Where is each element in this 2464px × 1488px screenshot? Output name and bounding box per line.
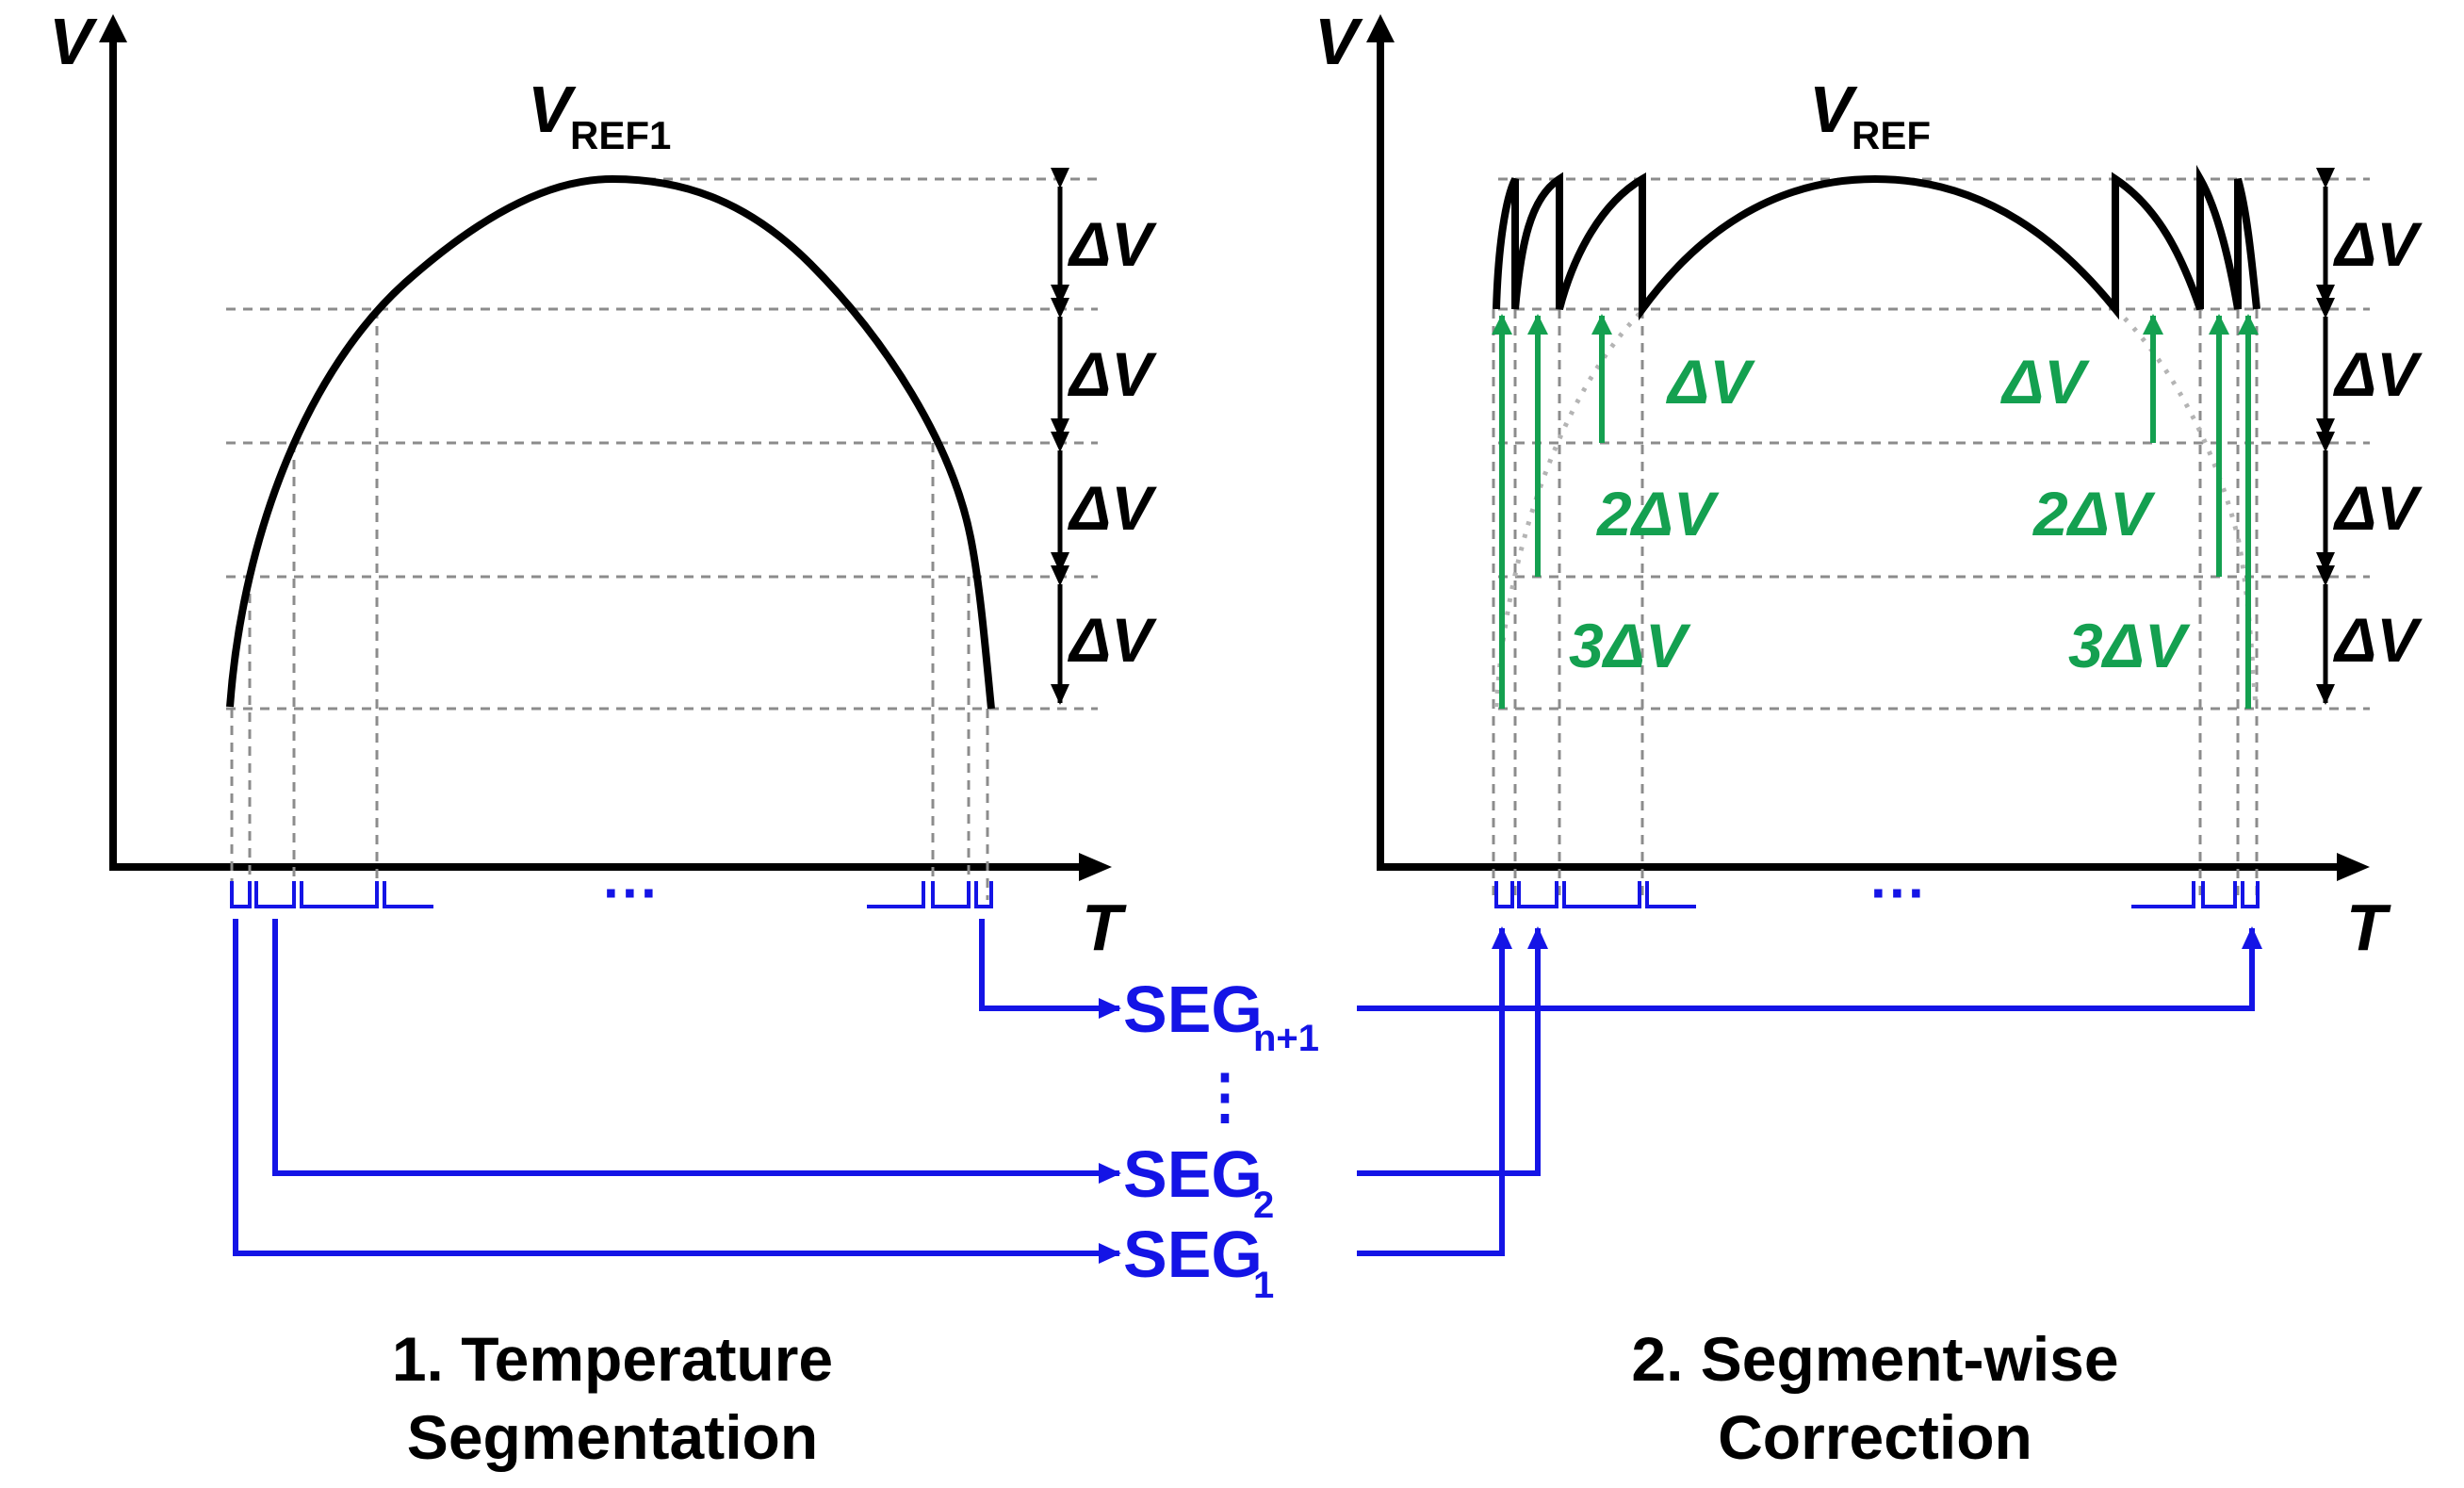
right-segment-brackets <box>1494 881 2260 908</box>
left-segment-brackets <box>230 881 993 908</box>
correction-label: ΔV <box>1665 347 1755 417</box>
right-y-axis-arrow-icon <box>1366 14 1395 42</box>
left-x-axis-label: T <box>1082 891 1127 964</box>
vref1-label-sub: REF1 <box>570 113 671 157</box>
vref1-label: V <box>528 73 577 146</box>
delta-v-label: ΔV <box>1067 605 1157 675</box>
correction-label: ΔV <box>1999 347 2090 417</box>
vref1-curve <box>226 174 995 710</box>
right-x-axis-label: T <box>2346 891 2391 964</box>
seg-2-out-line <box>1357 926 1548 1176</box>
left-caption-line2: Segmentation <box>407 1402 818 1472</box>
left-panel: V REF1 ΔV ΔV ΔV ΔV ··· V T <box>49 5 1157 1472</box>
delta-v-label: ΔV <box>2332 473 2423 543</box>
seg-n1-sub: n+1 <box>1253 1018 1319 1059</box>
seg-n1-label: SEG <box>1123 973 1263 1046</box>
seg-n1-out-line <box>1357 926 2262 1011</box>
right-ellipsis: ··· <box>1870 861 1927 924</box>
left-level-gridlines <box>226 177 1098 711</box>
delta-v-label: ΔV <box>1067 339 1157 409</box>
left-y-axis-arrow-icon <box>99 14 127 42</box>
left-y-axis-label: V <box>49 5 98 78</box>
left-x-axis-arrow-icon <box>1079 853 1112 881</box>
seg-1-out-line <box>1357 926 1512 1256</box>
right-panel: V REF ΔV 2ΔV 3ΔV ΔV 2ΔV 3ΔV ΔV <box>1314 5 2423 1472</box>
right-caption-line1: 2. Segment-wise <box>1631 1324 2118 1394</box>
right-x-axis-arrow-icon <box>2337 853 2370 881</box>
seg-1-sub: 1 <box>1253 1265 1274 1306</box>
seg-2-sub: 2 <box>1253 1185 1274 1226</box>
delta-v-label: ΔV <box>2332 209 2423 279</box>
right-delta-labels: ΔV ΔV ΔV ΔV <box>2332 209 2423 675</box>
seg-2-in-line <box>272 919 1121 1184</box>
vref-label: V <box>1809 73 1858 146</box>
left-delta-labels: ΔV ΔV ΔV ΔV <box>1067 209 1157 675</box>
left-ellipsis: ··· <box>603 861 660 924</box>
seg-vdots: ⋮ <box>1195 1062 1255 1130</box>
correction-arrows <box>1492 314 2259 709</box>
left-segment-gridlines <box>230 309 989 900</box>
correction-label: 3ΔV <box>1569 611 1691 680</box>
seg-1-in-line <box>233 919 1121 1264</box>
segment-mapping <box>233 919 2262 1264</box>
seg-n1-in-line <box>979 919 1121 1019</box>
right-y-axis-label: V <box>1314 5 1363 78</box>
correction-label: 3ΔV <box>2068 611 2191 680</box>
correction-label: 2ΔV <box>2032 479 2156 548</box>
correction-labels: ΔV 2ΔV 3ΔV ΔV 2ΔV 3ΔV <box>1569 347 2191 680</box>
delta-v-label: ΔV <box>2332 339 2423 409</box>
right-segment-gridlines <box>1492 309 2259 900</box>
delta-v-label: ΔV <box>2332 605 2423 675</box>
right-caption-line2: Correction <box>1718 1402 2032 1472</box>
original-curve-ghost <box>1493 307 2259 710</box>
vref-corrected-curve <box>1493 164 2260 321</box>
delta-v-label: ΔV <box>1067 209 1157 279</box>
seg-1-label: SEG <box>1123 1218 1263 1291</box>
vref-label-sub: REF <box>1852 113 1931 157</box>
left-caption-line1: 1. Temperature <box>392 1324 833 1394</box>
correction-label: 2ΔV <box>1595 479 1720 548</box>
seg-2-label: SEG <box>1123 1137 1263 1211</box>
delta-v-label: ΔV <box>1067 473 1157 543</box>
segment-labels: SEG n+1 ⋮ SEG 2 SEG 1 <box>1123 973 1319 1306</box>
